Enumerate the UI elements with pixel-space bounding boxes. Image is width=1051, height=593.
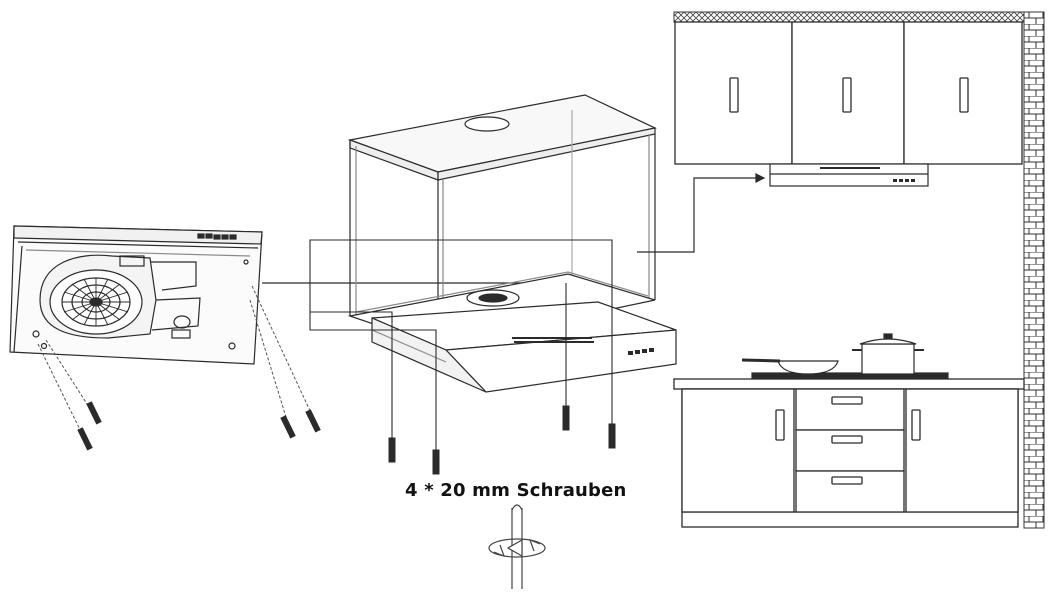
range-hood	[371, 301, 677, 393]
hood-vent-slots	[512, 337, 594, 343]
base-cabinet	[673, 378, 1025, 528]
screw	[388, 405, 616, 475]
connector-arrow-right	[637, 173, 766, 253]
installed-hood	[769, 163, 929, 187]
screw	[77, 401, 321, 451]
screw-caption: 4 * 20 mm Schrauben	[405, 480, 627, 501]
hood-control-buttons	[628, 348, 654, 355]
ceiling-strip	[673, 11, 1025, 23]
cooking-pot-icon	[852, 333, 924, 375]
hood-underside-view	[9, 225, 263, 365]
fan-housing	[39, 254, 201, 339]
brick-wall	[1023, 11, 1045, 529]
leader-lines-centre	[309, 239, 613, 450]
cooktop	[751, 372, 949, 380]
wall-cabinets	[674, 21, 1023, 165]
control-panel	[197, 233, 237, 240]
screwdriver-icon	[488, 504, 546, 589]
pan-icon	[741, 358, 839, 375]
